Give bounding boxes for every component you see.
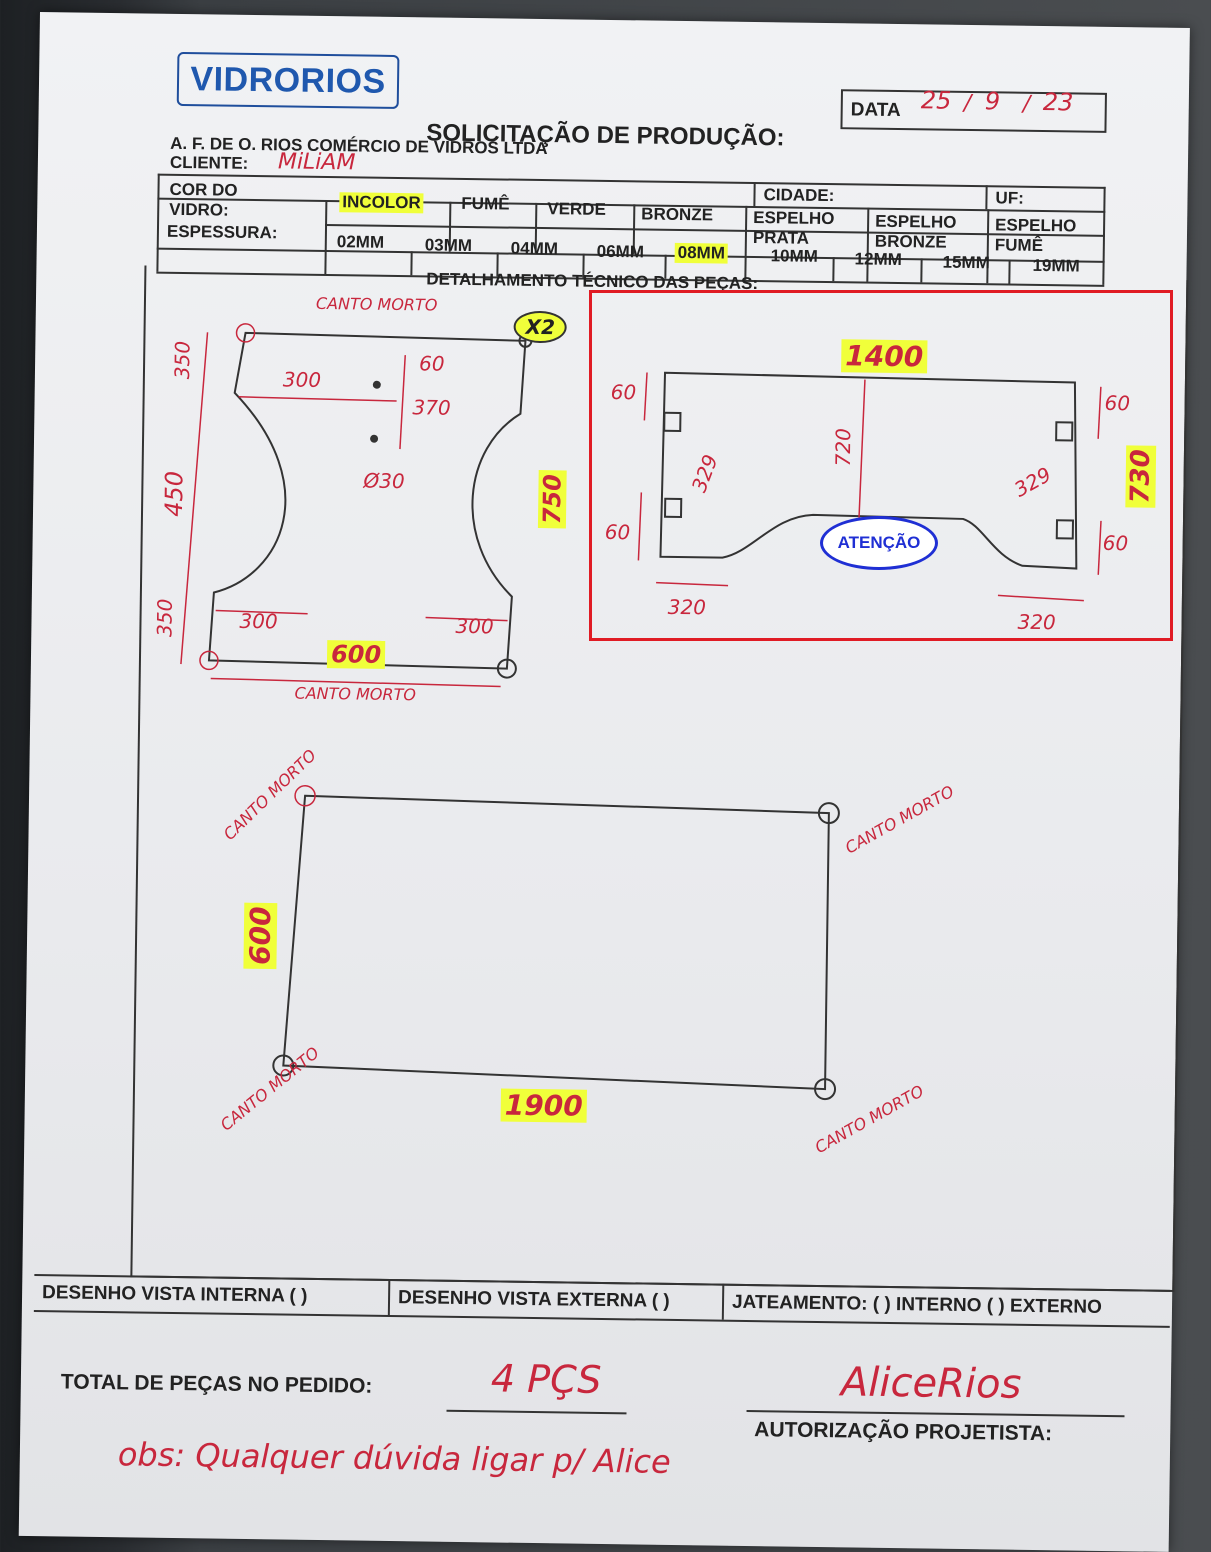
piece-3-height: 600 [243, 902, 278, 970]
piece-1-dim-top-left: 350 [169, 340, 195, 380]
observation-note: obs: Qualquer dúvida ligar p/ Alice [117, 1435, 671, 1481]
piece-1-dim-300-bottom-right: 300 [455, 613, 494, 639]
piece-1-holes [370, 380, 381, 443]
piece-1-dim-60: 60 [418, 351, 445, 376]
piece-1-dim-middle-left: 450 [159, 470, 189, 518]
piece-1-width: 600 [326, 640, 386, 669]
atencao-label: ATENÇÃO [820, 516, 938, 570]
technical-drawings [180, 323, 1102, 1101]
piece-1-corner-top: CANTO MORTO [315, 293, 438, 315]
production-request-sheet: VIDRORIOS DATA 25 / 9 / 23 SOLICITAÇÃO D… [18, 12, 1190, 1552]
piece-2-dimension-lines [637, 372, 1102, 602]
piece-3-outline [272, 785, 840, 1101]
signature-line [746, 1410, 1125, 1418]
highlight-rectangle [589, 290, 1173, 641]
piece-1-dim-diameter: Ø30 [363, 468, 405, 494]
piece-1-dim-300-bottom-left: 300 [239, 608, 278, 634]
vista-interna-option: DESENHO VISTA INTERNA ( ) [41, 1282, 308, 1307]
total-pieces-value: 4 PÇS [490, 1356, 602, 1402]
piece-1-dim-300-top: 300 [282, 367, 322, 392]
piece-1-outline [199, 323, 533, 679]
total-pieces-label: TOTAL DE PEÇAS NO PEDIDO: [60, 1370, 373, 1398]
autorizacao-label: AUTORIZAÇÃO PROJETISTA: [754, 1418, 1053, 1446]
piece-1-dim-370: 370 [412, 395, 451, 420]
piece-1-corner-bottom: CANTO MORTO [294, 683, 417, 705]
total-pieces-line [446, 1409, 627, 1415]
vista-externa-option: DESENHO VISTA EXTERNA ( ) [397, 1287, 670, 1312]
designer-signature: AliceRios [840, 1359, 1022, 1408]
piece-1-dim-bottom-left: 350 [152, 598, 177, 638]
piece-1-height: 750 [537, 469, 567, 529]
piece-3-width: 1900 [500, 1088, 587, 1123]
piece-1-dimension-lines [180, 332, 508, 688]
